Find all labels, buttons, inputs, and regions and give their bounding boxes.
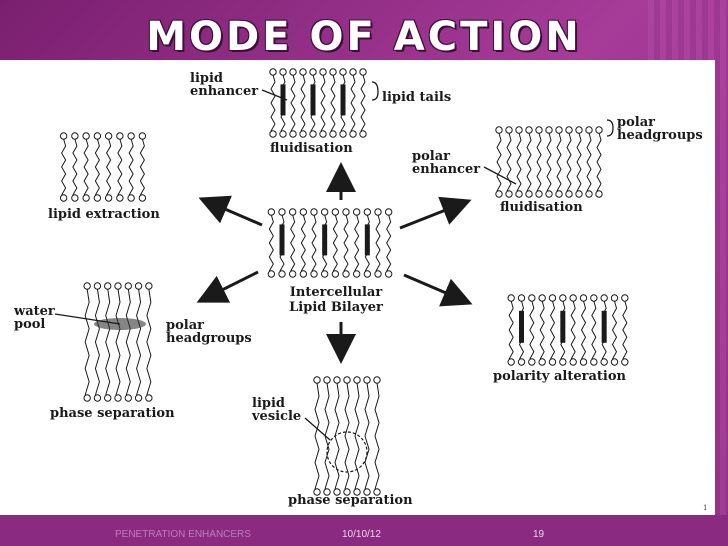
lipid-clusters xyxy=(59,68,629,496)
label-bottom-right-caption: polarity alteration xyxy=(493,369,627,384)
cluster-bottom-right xyxy=(507,294,629,366)
label-top-right-caption: fluidisation xyxy=(500,200,583,215)
footer-date: 10/10/12 xyxy=(342,529,381,540)
slide-title: MODE OF ACTION xyxy=(146,14,582,60)
arrow-up-left xyxy=(198,195,263,227)
cluster-center xyxy=(267,208,393,278)
cluster-top-left xyxy=(59,132,147,202)
arrow-down-right xyxy=(403,273,473,307)
arrows xyxy=(196,162,473,364)
arrow-down-left xyxy=(196,270,259,303)
cluster-bottom xyxy=(313,376,381,496)
footer-title: PENETRATION ENHANCERS xyxy=(115,529,251,540)
label-top-caption: fluidisation xyxy=(270,141,353,156)
cluster-top xyxy=(269,68,367,138)
pointer-lines xyxy=(54,81,614,441)
cluster-top-right xyxy=(495,126,603,198)
arrow-up-right xyxy=(399,196,472,230)
label-bottom-caption: phase separation xyxy=(288,493,413,508)
label-top-bracket: lipid tails xyxy=(382,90,451,105)
label-top-left-caption: lipid extraction xyxy=(48,207,160,222)
lipid-vesicle-shape xyxy=(326,431,368,473)
label-bottom-left-caption: phase separation xyxy=(50,406,175,421)
footer-bar: PENETRATION ENHANCERS 10/10/12 19 xyxy=(0,515,728,546)
figure-number: 1 xyxy=(703,504,708,512)
footer-page-number: 19 xyxy=(533,529,545,540)
cluster-bottom-left xyxy=(83,282,153,402)
